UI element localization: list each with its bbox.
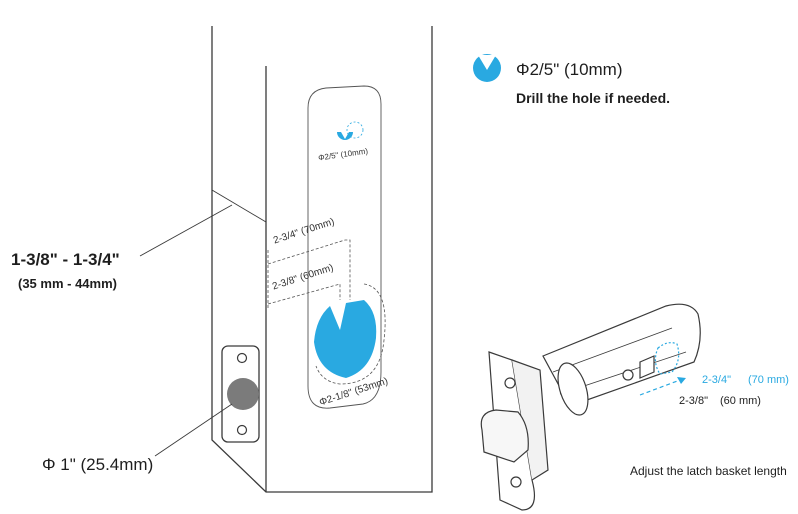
edge-bore-leader	[154, 403, 233, 457]
edge-bore-plate	[221, 345, 260, 443]
latch-backset-long-imperial: 2-3/4"	[702, 374, 731, 386]
edge-bore-label: Φ 1" (25.4mm)	[42, 455, 154, 474]
door-thickness-metric-label: (35 mm - 44mm)	[18, 276, 117, 291]
latch-backset-long-metric: (70 mm)	[748, 374, 789, 386]
latch-backset-short-metric: (60 mm)	[720, 395, 761, 407]
latch-adjust-note: Adjust the latch basket length	[630, 464, 787, 478]
thickness-leader	[139, 204, 233, 257]
latch-drawing	[480, 303, 701, 511]
latch-backset-short-imperial: 2-3/8"	[679, 395, 708, 407]
door-thickness-label: 1-3/8" - 1-3/4"	[11, 250, 120, 269]
legend-drill-size: Φ2/5" (10mm)	[516, 60, 623, 79]
legend-drill-note: Drill the hole if needed.	[516, 90, 671, 106]
door	[211, 26, 433, 493]
drill-template	[267, 85, 386, 409]
drill-hole-icon	[473, 54, 501, 82]
